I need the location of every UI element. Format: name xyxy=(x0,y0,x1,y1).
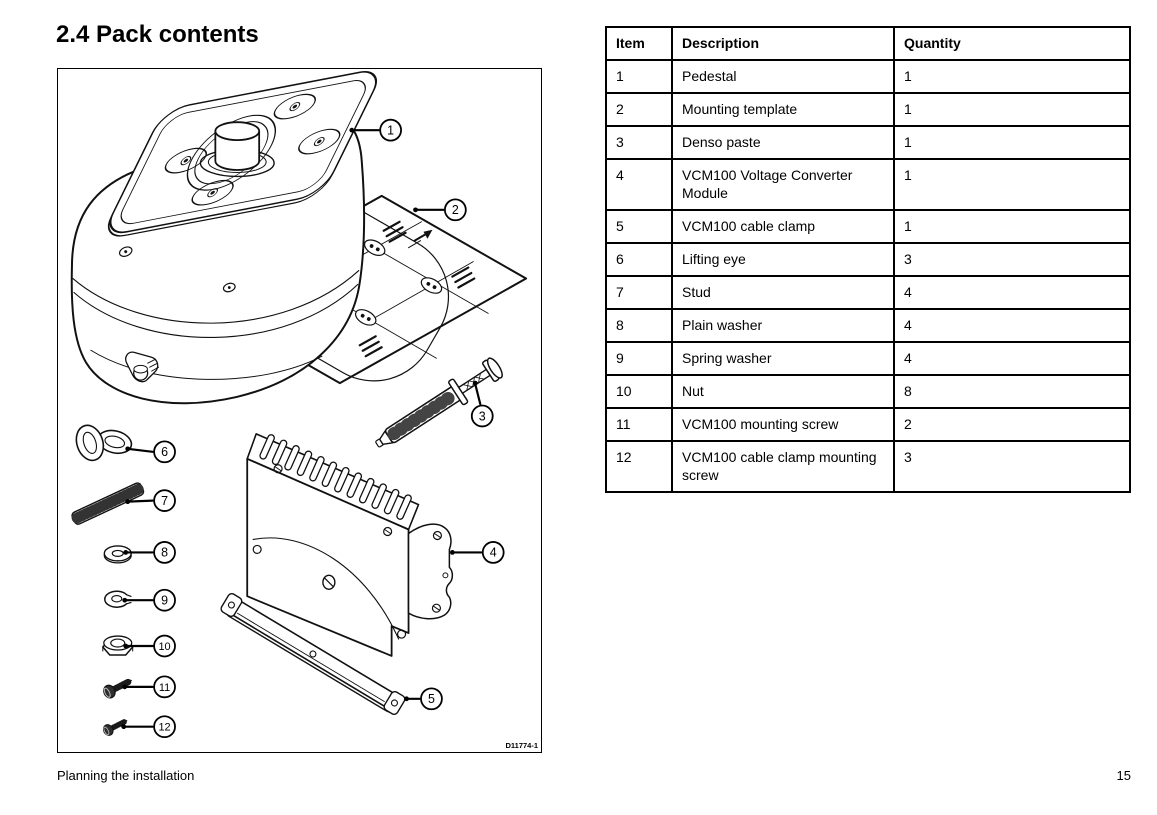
table-row: 1 Pedestal 1 xyxy=(605,59,1131,94)
table-row: 2 Mounting template 1 xyxy=(605,92,1131,127)
cell-description: Nut xyxy=(671,374,895,409)
table-row: 3 Denso paste 1 xyxy=(605,125,1131,160)
callout-6: 6 xyxy=(125,440,176,464)
cell-item: 12 xyxy=(605,440,673,493)
svg-text:10: 10 xyxy=(158,641,170,653)
cell-quantity: 4 xyxy=(893,275,1131,310)
callout-10: 10 xyxy=(123,634,176,658)
table-row: 9 Spring washer 4 xyxy=(605,341,1131,376)
table-row: 8 Plain washer 4 xyxy=(605,308,1131,343)
cell-quantity: 3 xyxy=(893,440,1131,493)
callout-5: 5 xyxy=(404,687,443,711)
nut-illustration xyxy=(102,635,134,656)
callout-1: 1 xyxy=(349,118,402,142)
svg-text:3: 3 xyxy=(479,409,486,423)
callouts: 1 2 3 4 xyxy=(121,118,505,739)
parts-diagram: 1 2 3 4 xyxy=(70,70,528,752)
svg-text:9: 9 xyxy=(161,593,168,607)
callout-12: 12 xyxy=(121,715,176,739)
cell-item: 4 xyxy=(605,158,673,211)
cell-description: Denso paste xyxy=(671,125,895,160)
figure-code: D11774-1 xyxy=(505,741,538,750)
cell-description: VCM100 cable clamp xyxy=(671,209,895,244)
spring-washer-illustration xyxy=(104,590,132,608)
cell-description: Plain washer xyxy=(671,308,895,343)
table-row: 10 Nut 8 xyxy=(605,374,1131,409)
cell-item: 11 xyxy=(605,407,673,442)
footer-text: Planning the installation xyxy=(57,768,195,783)
page-number: 15 xyxy=(1116,768,1131,783)
callout-11: 11 xyxy=(122,675,176,699)
cell-description: Stud xyxy=(671,275,895,310)
cell-description: Spring washer xyxy=(671,341,895,376)
table-row: 5 VCM100 cable clamp 1 xyxy=(605,209,1131,244)
cell-quantity: 4 xyxy=(893,308,1131,343)
callout-9: 9 xyxy=(122,588,176,612)
svg-text:2: 2 xyxy=(452,203,459,217)
cell-quantity: 8 xyxy=(893,374,1131,409)
cell-item: 2 xyxy=(605,92,673,127)
column-header-quantity: Quantity xyxy=(893,26,1131,61)
cell-item: 1 xyxy=(605,59,673,94)
cell-item: 10 xyxy=(605,374,673,409)
cell-quantity: 2 xyxy=(893,407,1131,442)
cell-description: VCM100 cable clamp mounting screw xyxy=(671,440,895,493)
callout-2: 2 xyxy=(413,198,467,222)
svg-text:4: 4 xyxy=(490,546,497,560)
page-title: 2.4 Pack contents xyxy=(56,21,259,48)
cell-item: 6 xyxy=(605,242,673,277)
cell-quantity: 1 xyxy=(893,209,1131,244)
stud-illustration xyxy=(71,482,145,525)
callout-7: 7 xyxy=(125,489,176,512)
cell-quantity: 4 xyxy=(893,341,1131,376)
svg-text:12: 12 xyxy=(158,722,170,734)
svg-text:1: 1 xyxy=(387,123,394,137)
svg-text:6: 6 xyxy=(161,445,168,459)
svg-text:5: 5 xyxy=(428,692,435,706)
cell-quantity: 1 xyxy=(893,59,1131,94)
table-row: 12 VCM100 cable clamp mounting screw 3 xyxy=(605,440,1131,493)
cell-item: 9 xyxy=(605,341,673,376)
cell-quantity: 3 xyxy=(893,242,1131,277)
table-row: 6 Lifting eye 3 xyxy=(605,242,1131,277)
vcm100-module-illustration xyxy=(246,433,454,657)
cell-description: VCM100 mounting screw xyxy=(671,407,895,442)
svg-text:7: 7 xyxy=(161,494,168,508)
cell-quantity: 1 xyxy=(893,125,1131,160)
table-row: 11 VCM100 mounting screw 2 xyxy=(605,407,1131,442)
table-row: 7 Stud 4 xyxy=(605,275,1131,310)
column-header-item: Item xyxy=(605,26,673,61)
cell-item: 8 xyxy=(605,308,673,343)
plain-washer-illustration xyxy=(103,545,132,564)
column-header-description: Description xyxy=(671,26,895,61)
cable-clamp-illustration xyxy=(220,592,406,715)
cell-quantity: 1 xyxy=(893,92,1131,127)
pedestal-illustration xyxy=(70,70,377,405)
svg-text:11: 11 xyxy=(159,682,170,694)
cell-description: Pedestal xyxy=(671,59,895,94)
callout-3: 3 xyxy=(470,380,494,428)
cell-item: 3 xyxy=(605,125,673,160)
cell-item: 5 xyxy=(605,209,673,244)
table-row: 4 VCM100 Voltage Converter Module 1 xyxy=(605,158,1131,211)
parts-diagram-frame: 1 2 3 4 xyxy=(57,68,542,753)
cell-description: VCM100 Voltage Converter Module xyxy=(671,158,895,211)
svg-text:8: 8 xyxy=(161,546,168,560)
callout-8: 8 xyxy=(123,541,176,564)
pack-contents-table: Item Description Quantity 1 Pedestal 1 2… xyxy=(605,26,1131,493)
cell-description: Mounting template xyxy=(671,92,895,127)
cell-description: Lifting eye xyxy=(671,242,895,277)
callout-4: 4 xyxy=(449,541,505,564)
cell-item: 7 xyxy=(605,275,673,310)
cell-quantity: 1 xyxy=(893,158,1131,211)
table-header-row: Item Description Quantity xyxy=(605,26,1131,61)
lifting-eye-illustration xyxy=(75,424,133,462)
denso-paste-illustration xyxy=(375,357,503,448)
